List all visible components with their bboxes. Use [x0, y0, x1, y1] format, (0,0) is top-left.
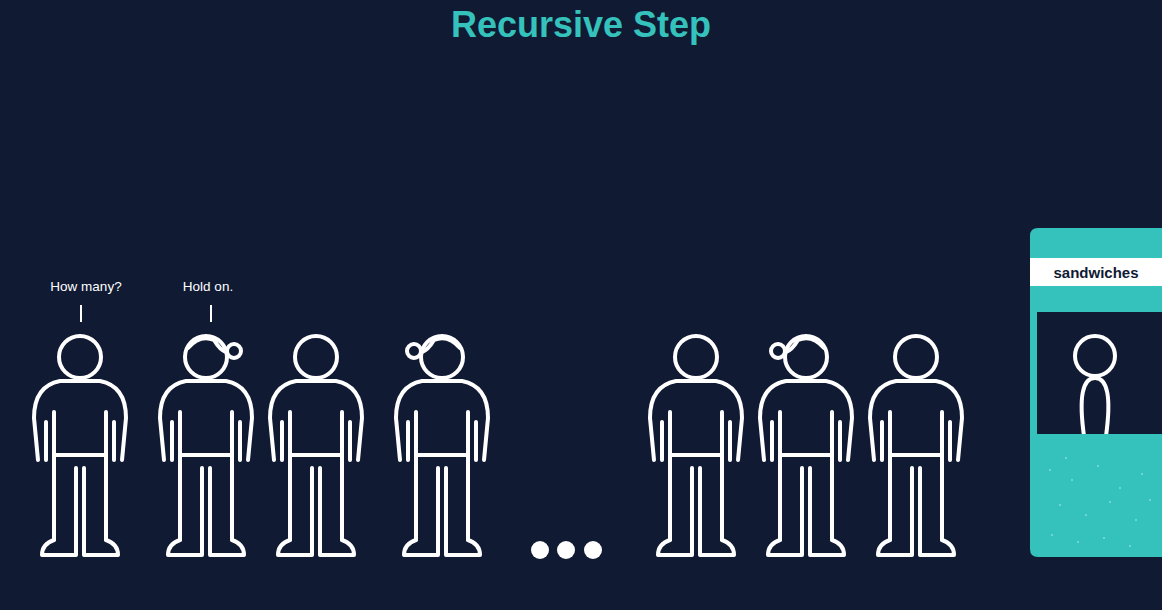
person-hair — [188, 338, 241, 358]
speech-text: Hold on. — [183, 279, 233, 294]
person-figure — [650, 336, 742, 555]
person-figure — [34, 336, 126, 555]
person-figure — [270, 336, 362, 555]
person-figure — [760, 336, 852, 555]
speech-text: How many? — [50, 279, 121, 294]
person-figure — [870, 336, 962, 555]
diagram-title: Recursive Step — [0, 4, 1162, 46]
person-hair — [407, 338, 460, 358]
person-hair — [771, 338, 824, 358]
booth-sign: sandwiches — [1030, 258, 1162, 286]
person-figure — [160, 336, 252, 555]
sandwich-booth — [1030, 228, 1162, 557]
sign-text: sandwiches — [1053, 264, 1138, 281]
ellipsis-dots — [531, 541, 602, 559]
speech-leader — [81, 305, 211, 322]
person-figure — [396, 336, 488, 555]
